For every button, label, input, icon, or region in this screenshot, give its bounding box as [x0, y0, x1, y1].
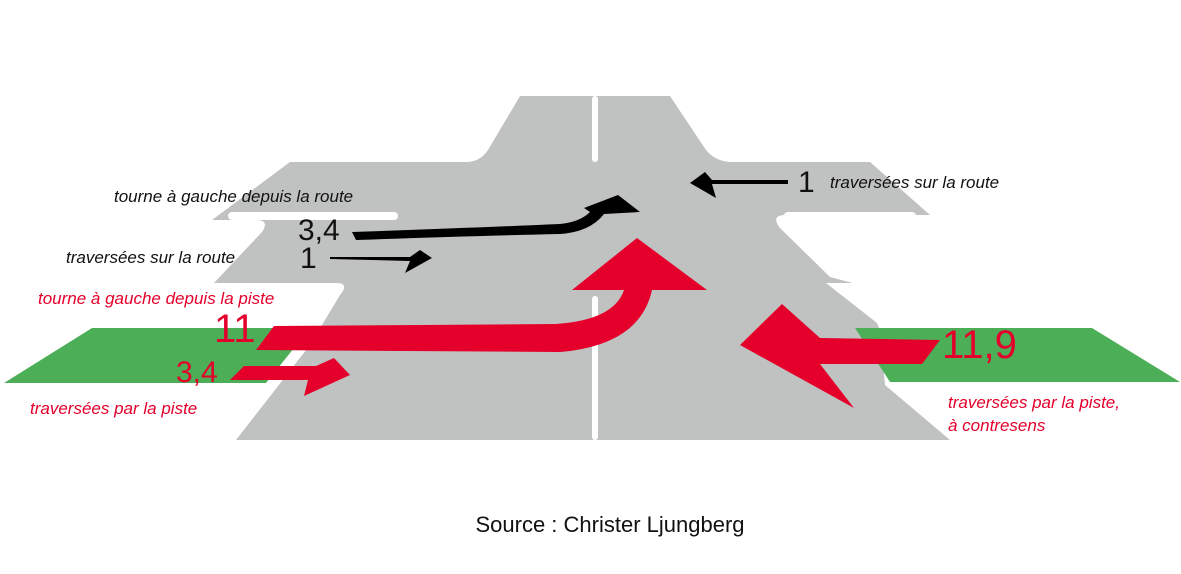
center-line-top	[592, 96, 598, 162]
label-road-straight-east: traversées sur la route	[66, 248, 235, 267]
value-road-left-turn: 3,4	[298, 214, 340, 247]
arrow-road-left-turn	[352, 195, 640, 240]
source-caption: Source : Christer Ljungberg	[475, 512, 744, 537]
label-bike-left-turn: tourne à gauche depuis la piste	[38, 289, 274, 308]
lane-line-right	[784, 212, 916, 220]
label-bike-straight: traversées par la piste	[30, 399, 197, 418]
bike-lane-left	[4, 328, 310, 383]
arrow-road-straight-west	[690, 172, 788, 198]
value-road-straight-east: 1	[300, 242, 317, 275]
arrow-bike-contraflow	[740, 304, 940, 408]
arrow-bike-left-turn	[256, 238, 707, 352]
label-bike-contraflow-line2: à contresens	[948, 416, 1046, 435]
label-road-straight-west: traversées sur la route	[830, 173, 999, 192]
road-corner-right	[826, 283, 1181, 330]
label-bike-contraflow-line1: traversées par la piste,	[948, 393, 1120, 412]
arrow-road-straight-east	[330, 250, 432, 273]
label-road-left-turn: tourne à gauche depuis la route	[114, 187, 353, 206]
value-road-straight-west: 1	[798, 166, 815, 199]
arrow-bike-straight	[230, 358, 350, 396]
value-bike-straight: 3,4	[176, 356, 218, 389]
value-bike-left-turn: 11	[214, 307, 256, 351]
lane-line-left	[228, 212, 398, 220]
road-surface	[212, 96, 950, 440]
value-bike-contraflow: 11,9	[942, 323, 1017, 367]
